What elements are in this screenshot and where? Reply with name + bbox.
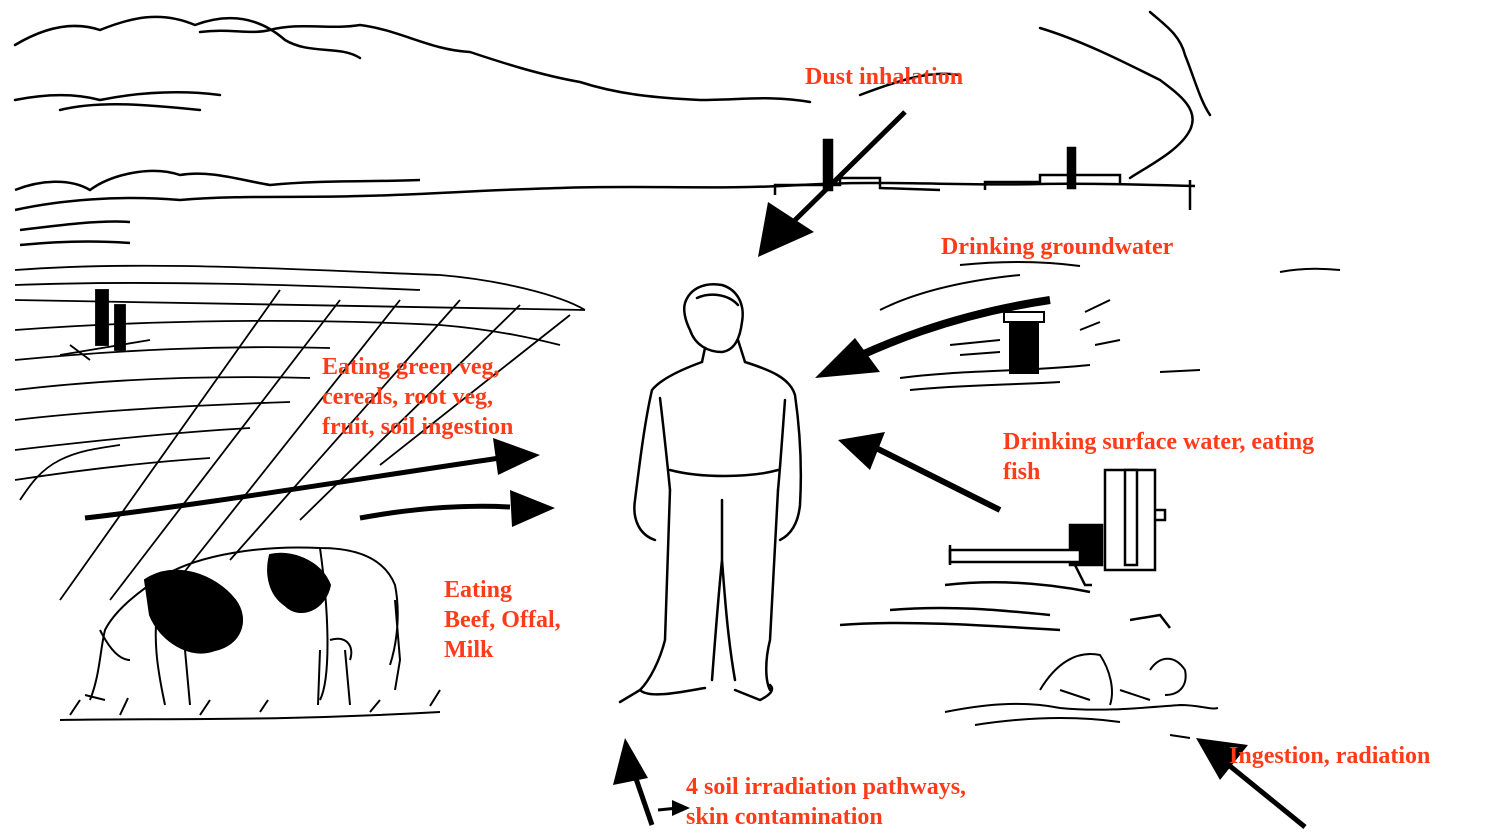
dust-inhalation-label: Dust inhalation	[805, 62, 963, 92]
factory-skyline-icon	[15, 140, 1195, 245]
cow-icon	[60, 547, 440, 720]
surface-water-label: Drinking surface water, eating fish	[1003, 427, 1314, 487]
veg-label-line-3: fruit, soil ingestion	[322, 412, 513, 442]
veg-label-line-2: cereals, root veg,	[322, 382, 513, 412]
swimmer-icon	[945, 654, 1218, 738]
beef-label: Eating Beef, Offal, Milk	[444, 575, 561, 665]
groundwater-label: Drinking groundwater	[941, 232, 1173, 262]
clouds-icon	[15, 12, 1210, 178]
beef-label-line-1: Eating	[444, 575, 561, 605]
water-pump-icon	[840, 470, 1170, 630]
veg-arrow-icon	[493, 438, 540, 475]
soil-label-line-2: skin contamination	[686, 802, 966, 832]
veg-label: Eating green veg, cereals, root veg, fru…	[322, 352, 513, 442]
person-icon	[620, 284, 801, 702]
groundwater-arrow-icon	[815, 338, 880, 378]
beef-label-line-2: Beef, Offal,	[444, 605, 561, 635]
beef-arrow-icon	[510, 490, 555, 527]
soil-arrow-icon	[613, 738, 648, 785]
surface-water-label-line-2: fish	[1003, 457, 1314, 487]
soil-label: 4 soil irradiation pathways, skin contam…	[686, 772, 966, 832]
surface-water-label-line-1: Drinking surface water, eating	[1003, 427, 1314, 457]
veg-label-line-1: Eating green veg,	[322, 352, 513, 382]
swim-label: Ingestion, radiation	[1229, 741, 1430, 771]
soil-label-line-1: 4 soil irradiation pathways,	[686, 772, 966, 802]
beef-label-line-3: Milk	[444, 635, 561, 665]
